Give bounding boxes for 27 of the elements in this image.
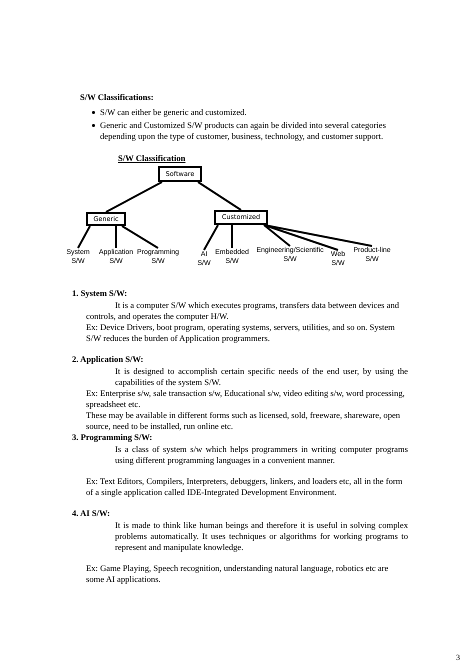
connector-line [231, 225, 233, 248]
paragraph: It is made to think like human beings and therefore it is useful in solving complex problems automatically. It uses techniques or algorithms for working programs to represent and manipulate knowledge. [114, 520, 408, 553]
connector-line [264, 224, 338, 251]
connector-line [203, 224, 219, 250]
numbered-heading: 4. AI S/W: [72, 508, 111, 519]
section-heading: S/W Classifications: [80, 92, 155, 103]
page-number: 3 [456, 652, 460, 663]
connector-line [106, 181, 162, 213]
paragraph: These may be available in different forms such as licensed, sold, freeware, shareware, open source, need to be installed, run online etc. [86, 410, 402, 432]
connector-line [197, 181, 242, 211]
numbered-heading: 2. Application S/W: [72, 354, 144, 365]
paragraph: Ex: Enterprise s/w, sale transaction s/w, Educational s/w, video editing s/w, word processing, spreadsheet etc. [86, 388, 406, 410]
paragraph: Ex: Text Editors, Compilers, Interpreters, debuggers, linkers, and loaders etc, all in the form of a single application called IDE-Integrated Development Environment. [86, 476, 404, 498]
paragraph: Is a class of system s/w which helps programmers in writing computer programs using different programming languages in a convenient manner. [114, 444, 408, 466]
connector-line [77, 226, 91, 248]
connector-line [121, 225, 159, 249]
paragraph: Ex: Game Playing, Speech recognition, understanding natural language, robotics etc are some AI applications. [86, 563, 390, 585]
bullet-text: S/W can either be generic and customized. [100, 107, 247, 118]
paragraph: Ex: Device Drivers, boot program, operating systems, servers, utilities, and so on. System S/W reduces the burden of Application programmers. [86, 322, 396, 344]
diagram-title: S/W Classification [118, 153, 186, 164]
paragraph: It is a computer S/W which executes programs, transfers data between devices and controls, and operates the computer H/W. [86, 300, 400, 322]
connector-line [263, 224, 291, 247]
numbered-heading: 3. Programming S/W: [72, 432, 154, 443]
paragraph: It is designed to accomplish certain specific needs of the end user, by using the capabilities of the system S/W. [114, 366, 408, 388]
numbered-heading: 1. System S/W: [72, 288, 128, 299]
connector-line [115, 226, 117, 248]
bullet-text: Generic and Customized S/W products can again be divided into several categories depending upon the type of customer, business, technology, and customer support. [100, 120, 387, 142]
